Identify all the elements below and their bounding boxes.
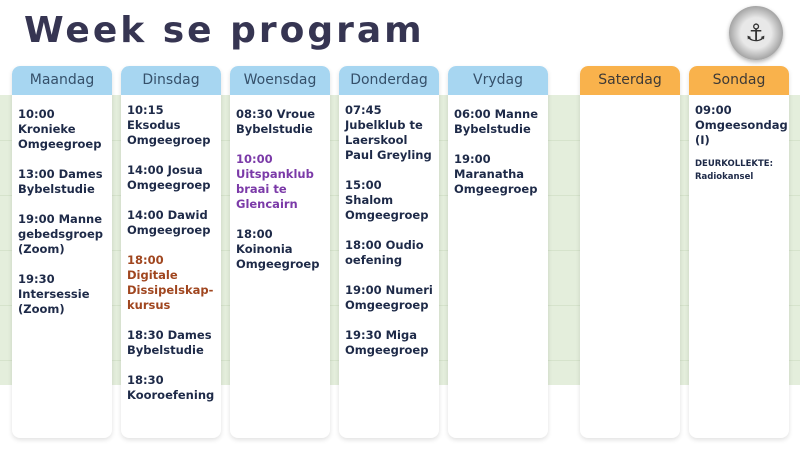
- day-column-vrydag: Vrydag 06:00 Manne Bybelstudie 19:00 Maran…: [448, 66, 548, 438]
- day-column-woensdag: Woensdag 08:30 Vroue Bybelstudie 10:00 Uit…: [230, 66, 330, 438]
- event-item: 18:30 Kooroefening: [127, 373, 215, 402]
- church-logo-icon: ⚓: [729, 6, 783, 60]
- event-item: DEURKOLLEKTE: Radiokansel: [695, 159, 773, 182]
- event-item: 18:00 Digitale Dissipelskap-kursus: [127, 253, 214, 312]
- day-column-saterdag: Saterdag: [580, 66, 680, 438]
- event-item: 14:00 Dawid Omgeegroep: [127, 208, 211, 237]
- event-item: 19:30 Miga Omgeegroep: [345, 328, 429, 357]
- day-header: Donderdag: [339, 66, 439, 95]
- day-header: Dinsdag: [121, 66, 221, 95]
- event-item: 18:00 Koinonia Omgeegroep: [236, 227, 320, 271]
- event-item: 15:00 Shalom Omgeegroep: [345, 178, 429, 222]
- day-header: Woensdag: [230, 66, 330, 95]
- event-item: 10:15 Eksodus Omgeegroep: [127, 103, 211, 147]
- event-item: 19:00 Numeri Omgeegroep: [345, 283, 433, 312]
- day-header: Vrydag: [448, 66, 548, 95]
- event-item: 10:00 Kronieke Omgeegroep: [18, 107, 102, 151]
- event-item: 19:00 Maranatha Omgeegroep: [454, 152, 538, 196]
- day-header: Saterdag: [580, 66, 680, 95]
- day-column-sondag: Sondag 09:00 Omgeesondag (I) DEURKOLLEKTE:…: [689, 66, 789, 438]
- event-item: 18:30 Dames Bybelstudie: [127, 328, 212, 357]
- event-item: 10:00 Uitspanklub braai te Glencairn: [236, 152, 314, 211]
- event-item: 07:45 Jubelklub te Laerskool Paul Greyli…: [345, 103, 432, 162]
- day-header: Sondag: [689, 66, 789, 95]
- event-item: 19:30 Intersessie (Zoom): [18, 272, 90, 316]
- day-column-dinsdag: Dinsdag 10:15 Eksodus Omgeegroep 14:00 Jos…: [121, 66, 221, 438]
- event-item: 14:00 Josua Omgeegroep: [127, 163, 211, 192]
- event-item: 06:00 Manne Bybelstudie: [454, 107, 538, 136]
- event-item: 18:00 Oudio oefening: [345, 238, 424, 267]
- event-item: 13:00 Dames Bybelstudie: [18, 167, 103, 196]
- event-item: 08:30 Vroue Bybelstudie: [236, 107, 316, 136]
- event-item: 09:00 Omgeesondag (I): [695, 103, 788, 147]
- day-column-maandag: Maandag 10:00 Kronieke Omgeegroep 13:00 Da…: [12, 66, 112, 438]
- event-item: 19:00 Manne gebedsgroep (Zoom): [18, 212, 103, 256]
- page-title: Week se program: [24, 10, 425, 51]
- day-column-donderdag: Donderdag 07:45 Jubelklub te Laerskool Pa…: [339, 66, 439, 438]
- day-header: Maandag: [12, 66, 112, 95]
